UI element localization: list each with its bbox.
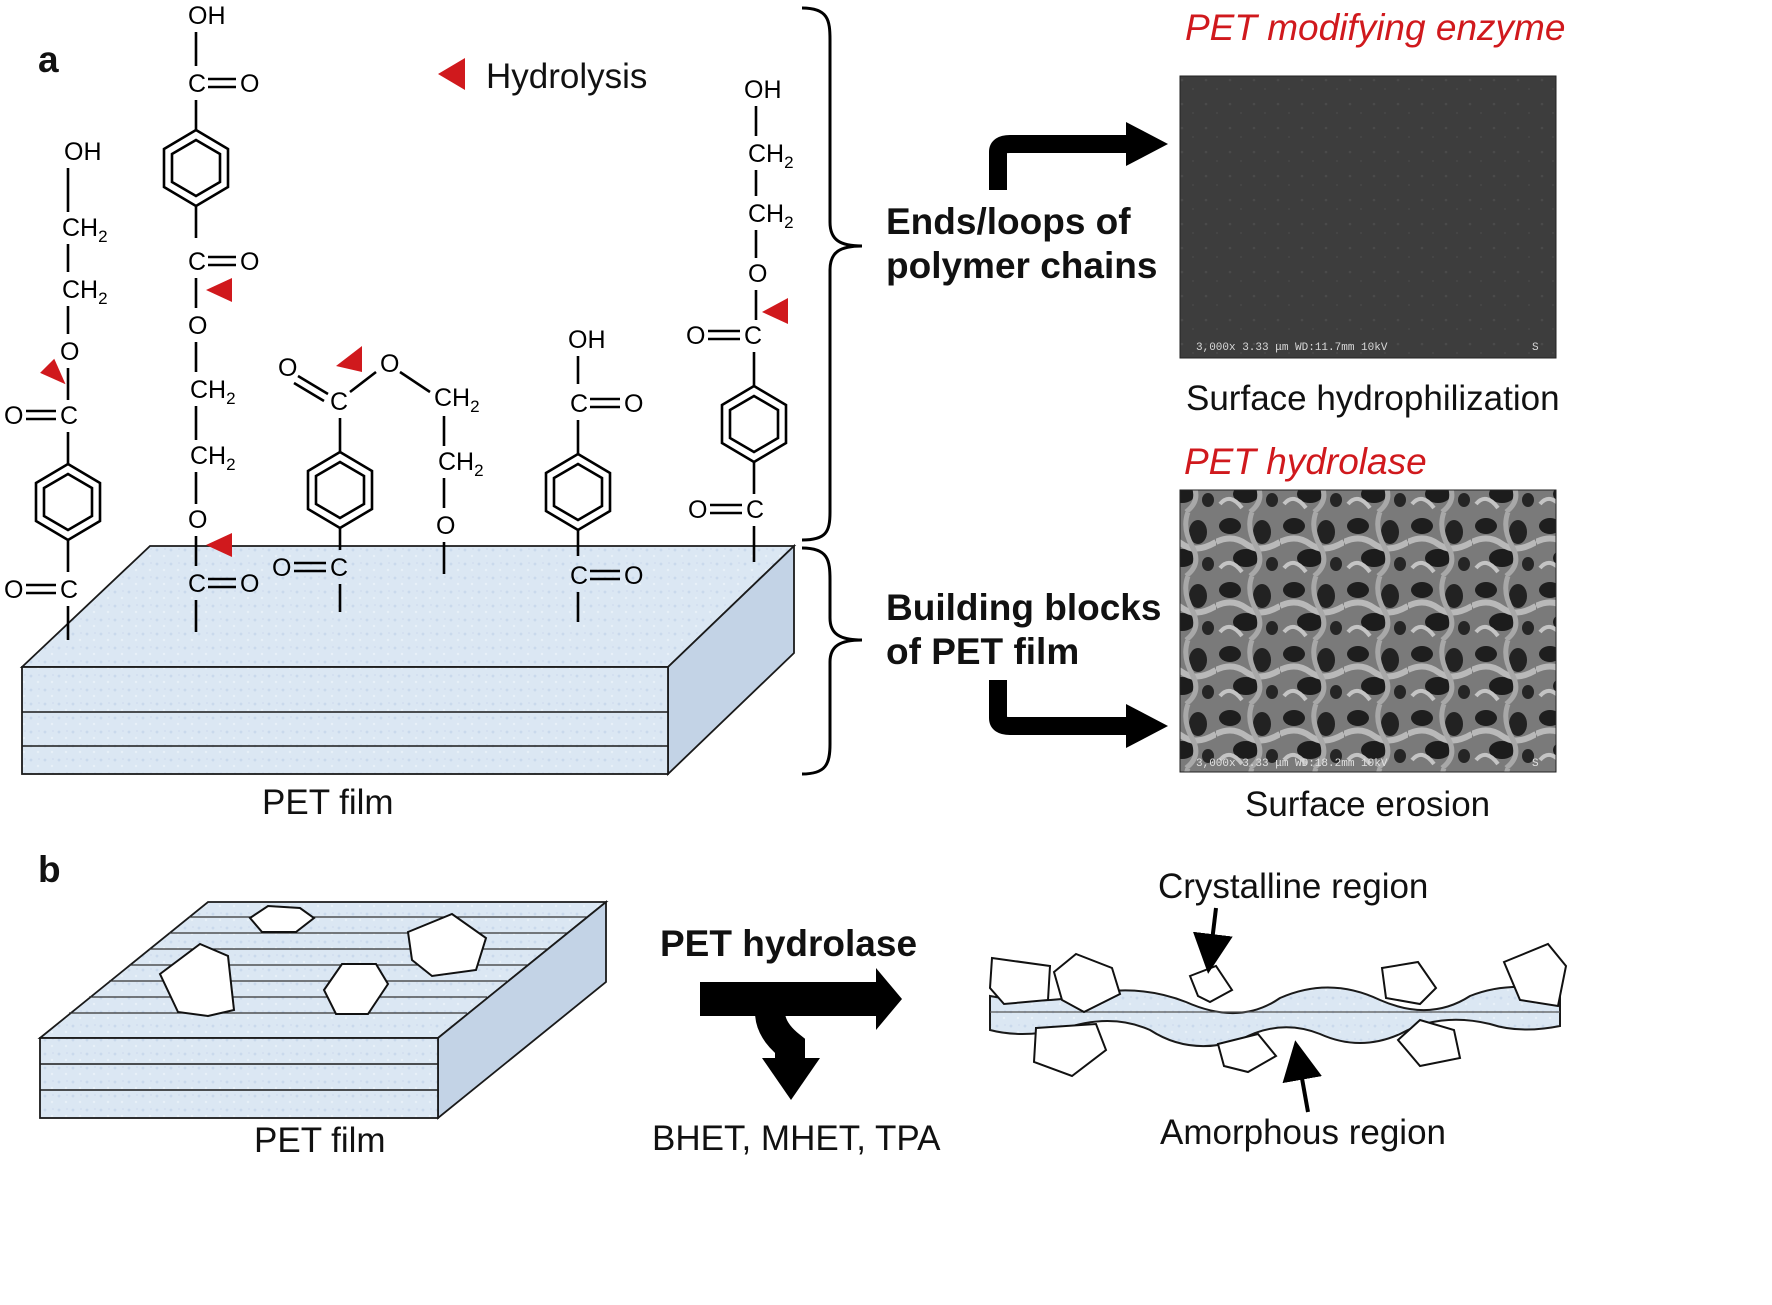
eroded-film-cross-section xyxy=(988,942,1568,1078)
enzyme-bottom-label: PET hydrolase xyxy=(1184,441,1427,482)
sem-bottom-info: 3,000x 3.33 μm WD:18.2mm 10kV xyxy=(1196,758,1388,770)
upper-brace-label-line1: Ends/loops of xyxy=(886,201,1131,242)
hydrolysis-legend-label: Hydrolysis xyxy=(486,57,647,96)
svg-text:O: O xyxy=(436,512,455,540)
svg-text:O: O xyxy=(240,70,259,98)
amorphous-region-label: Amorphous region xyxy=(1160,1113,1446,1152)
svg-text:O: O xyxy=(748,260,767,288)
amorphous-pointer-arrow xyxy=(1282,1040,1322,1113)
pet-film-block-b xyxy=(37,900,609,1120)
sem-image-smooth-surface xyxy=(1179,75,1557,359)
sem-bottom-mark: S xyxy=(1532,758,1539,770)
svg-text:CH2: CH2 xyxy=(190,376,236,408)
svg-text:OH: OH xyxy=(568,326,606,354)
sem-top-info: 3,000x 3.33 μm WD:11.7mm 10kV xyxy=(1196,342,1388,354)
panel-b-label: b xyxy=(38,849,61,890)
svg-text:O: O xyxy=(624,562,643,590)
svg-text:CH2: CH2 xyxy=(748,200,794,232)
arrow-head-icon xyxy=(1126,704,1168,748)
polymer-chain-3-loop: O C O CH2 CH2 O O C xyxy=(272,350,484,612)
hydrolysis-site-icon xyxy=(206,533,232,557)
svg-text:O: O xyxy=(188,506,207,534)
arrow-to-hydrophilization xyxy=(989,135,1128,190)
lower-brace xyxy=(801,546,863,776)
svg-text:CH2: CH2 xyxy=(438,448,484,480)
svg-text:O: O xyxy=(688,496,707,524)
sem-top-mark: S xyxy=(1532,342,1539,354)
arrow-to-erosion xyxy=(989,680,1128,735)
svg-text:CH2: CH2 xyxy=(62,276,108,308)
hydrolysis-site-icon xyxy=(336,346,362,372)
polymer-chain-5: OH CH2 CH2 O O C O C xyxy=(686,76,794,562)
sem-top-caption: Surface hydrophilization xyxy=(1186,379,1560,418)
svg-text:O: O xyxy=(240,248,259,276)
crystalline-pointer-arrow xyxy=(1193,907,1233,974)
svg-text:O: O xyxy=(4,402,23,430)
sem-image-eroded-surface xyxy=(1179,489,1557,773)
svg-text:O: O xyxy=(686,322,705,350)
polymer-chain-2: OH C O C O O CH2 CH2 O C O xyxy=(162,2,259,632)
hydrolysis-site-icon xyxy=(206,278,232,302)
products-label: BHET, MHET, TPA xyxy=(652,1119,941,1158)
polymer-chain-1: OH CH2 CH2 O O C O C xyxy=(4,138,108,640)
pet-film-caption-a: PET film xyxy=(262,783,394,822)
svg-text:C: C xyxy=(188,70,206,98)
pet-film-caption-b: PET film xyxy=(254,1121,386,1160)
hydrolysis-site-icon xyxy=(762,298,788,324)
svg-text:CH2: CH2 xyxy=(190,442,236,474)
upper-brace-label-line2: polymer chains xyxy=(886,245,1157,286)
svg-text:C: C xyxy=(744,322,762,350)
sem-bottom-caption: Surface erosion xyxy=(1245,785,1490,824)
hydrolase-reaction-arrow xyxy=(700,968,902,1100)
svg-text:O: O xyxy=(272,554,291,582)
svg-text:O: O xyxy=(60,338,79,366)
svg-text:OH: OH xyxy=(744,76,782,104)
lower-brace-label-line2: of PET film xyxy=(886,631,1079,672)
arrow-head-icon xyxy=(1126,122,1168,166)
svg-text:C: C xyxy=(330,554,348,582)
lower-brace-label-line1: Building blocks xyxy=(886,587,1161,628)
svg-text:C: C xyxy=(60,576,78,604)
upper-brace xyxy=(801,6,863,542)
pet-film-block-a xyxy=(19,543,797,777)
svg-text:C: C xyxy=(188,248,206,276)
hydrolysis-legend-icon xyxy=(438,58,465,90)
crystalline-region-label: Crystalline region xyxy=(1158,867,1428,906)
svg-text:OH: OH xyxy=(64,138,102,166)
svg-text:C: C xyxy=(570,390,588,418)
pet-hydrolase-label: PET hydrolase xyxy=(660,923,917,964)
svg-text:O: O xyxy=(278,354,297,382)
svg-text:C: C xyxy=(746,496,764,524)
svg-text:C: C xyxy=(330,388,348,416)
svg-text:C: C xyxy=(570,562,588,590)
hydrolysis-site-icon xyxy=(40,358,66,385)
svg-text:O: O xyxy=(4,576,23,604)
svg-text:O: O xyxy=(188,312,207,340)
svg-text:O: O xyxy=(624,390,643,418)
svg-text:OH: OH xyxy=(188,2,226,30)
svg-text:CH2: CH2 xyxy=(434,384,480,416)
svg-text:CH2: CH2 xyxy=(748,140,794,172)
svg-text:C: C xyxy=(188,570,206,598)
svg-text:C: C xyxy=(60,402,78,430)
svg-text:CH2: CH2 xyxy=(62,214,108,246)
panel-a-label: a xyxy=(38,39,59,80)
svg-text:O: O xyxy=(380,350,399,378)
polymer-chain-4: OH C O C O xyxy=(544,326,643,622)
enzyme-top-label: PET modifying enzyme xyxy=(1185,7,1565,48)
svg-text:O: O xyxy=(240,570,259,598)
